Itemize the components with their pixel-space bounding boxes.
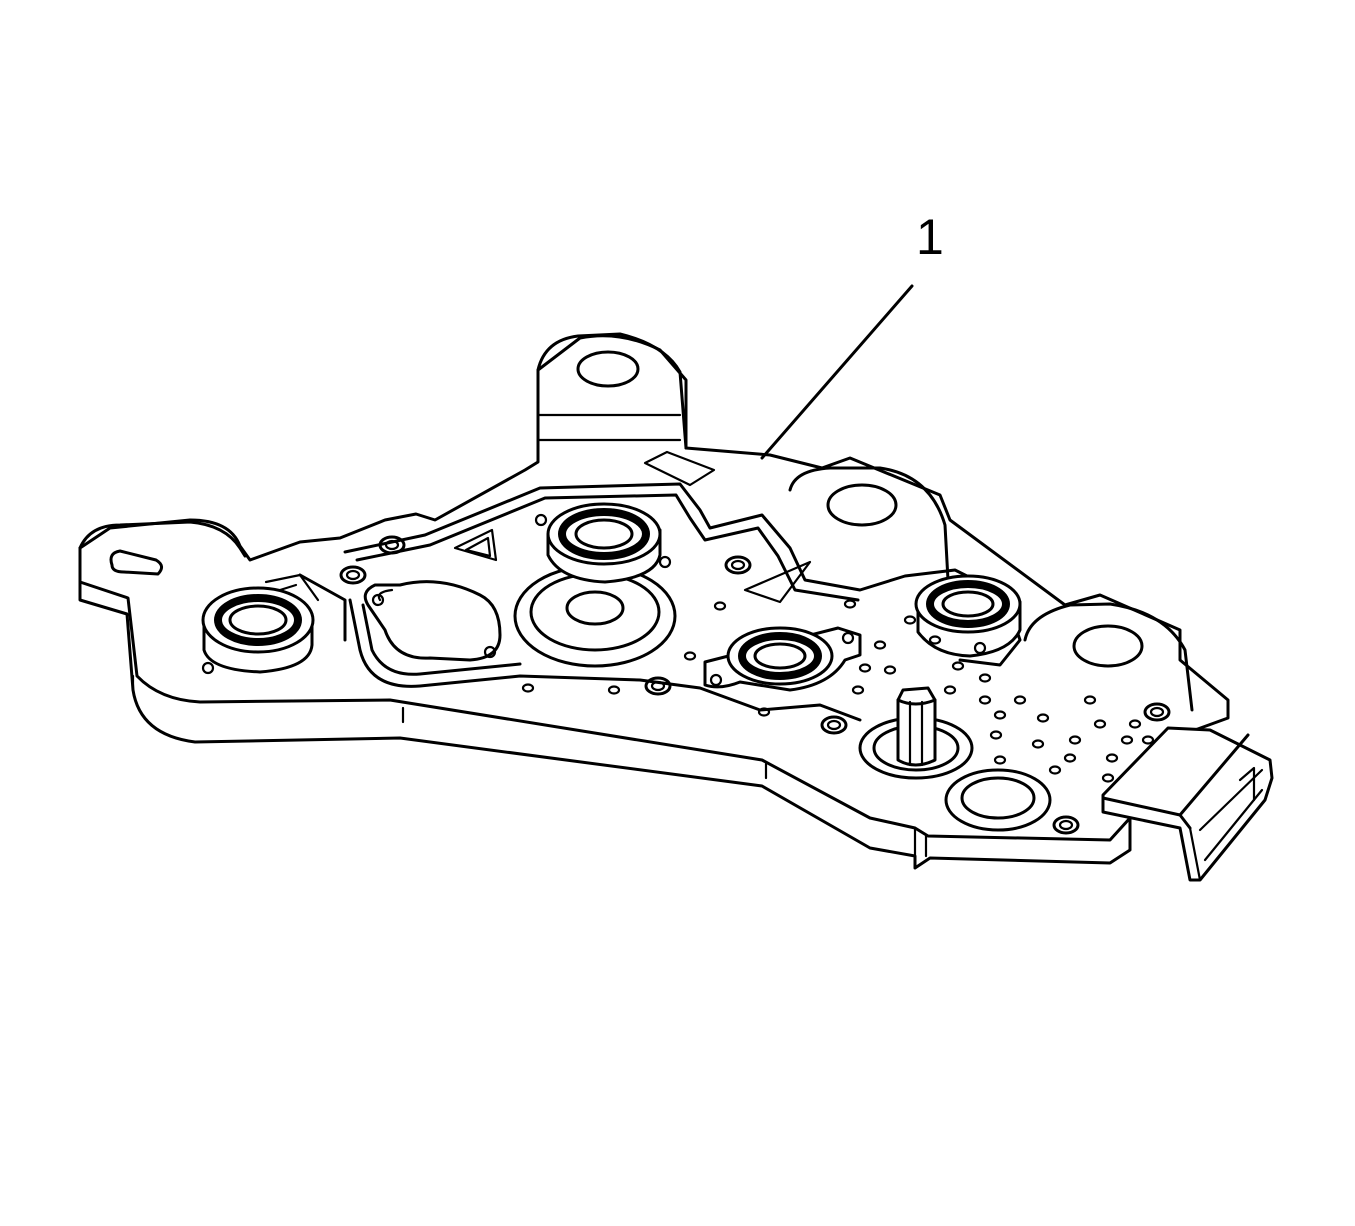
screw-boss (644, 676, 672, 696)
left-mounting-tab (78, 520, 247, 576)
screw-boss (339, 565, 367, 585)
screw-boss (1052, 815, 1080, 835)
seal-bore-left (201, 586, 315, 675)
seal-bore-center (703, 626, 862, 692)
seal-bore-right (914, 574, 1022, 658)
callout-label-1: 1 (916, 209, 944, 265)
screw-boss (1143, 702, 1171, 722)
screw-boss (724, 555, 752, 575)
callout-leader-line (760, 284, 914, 460)
top-mounting-tab (536, 332, 716, 487)
blob-opening (363, 580, 502, 662)
right-mounting-tabs (788, 466, 1194, 712)
seal-bore-top (534, 502, 672, 584)
electrical-connector (1101, 726, 1274, 882)
triangle-openings (264, 528, 812, 604)
contact-holes (521, 599, 1155, 783)
screw-boss (378, 535, 406, 555)
lower-bore (944, 768, 1052, 832)
screw-boss (820, 715, 848, 735)
manual-shaft (858, 686, 974, 780)
screw-bosses (339, 535, 1171, 835)
